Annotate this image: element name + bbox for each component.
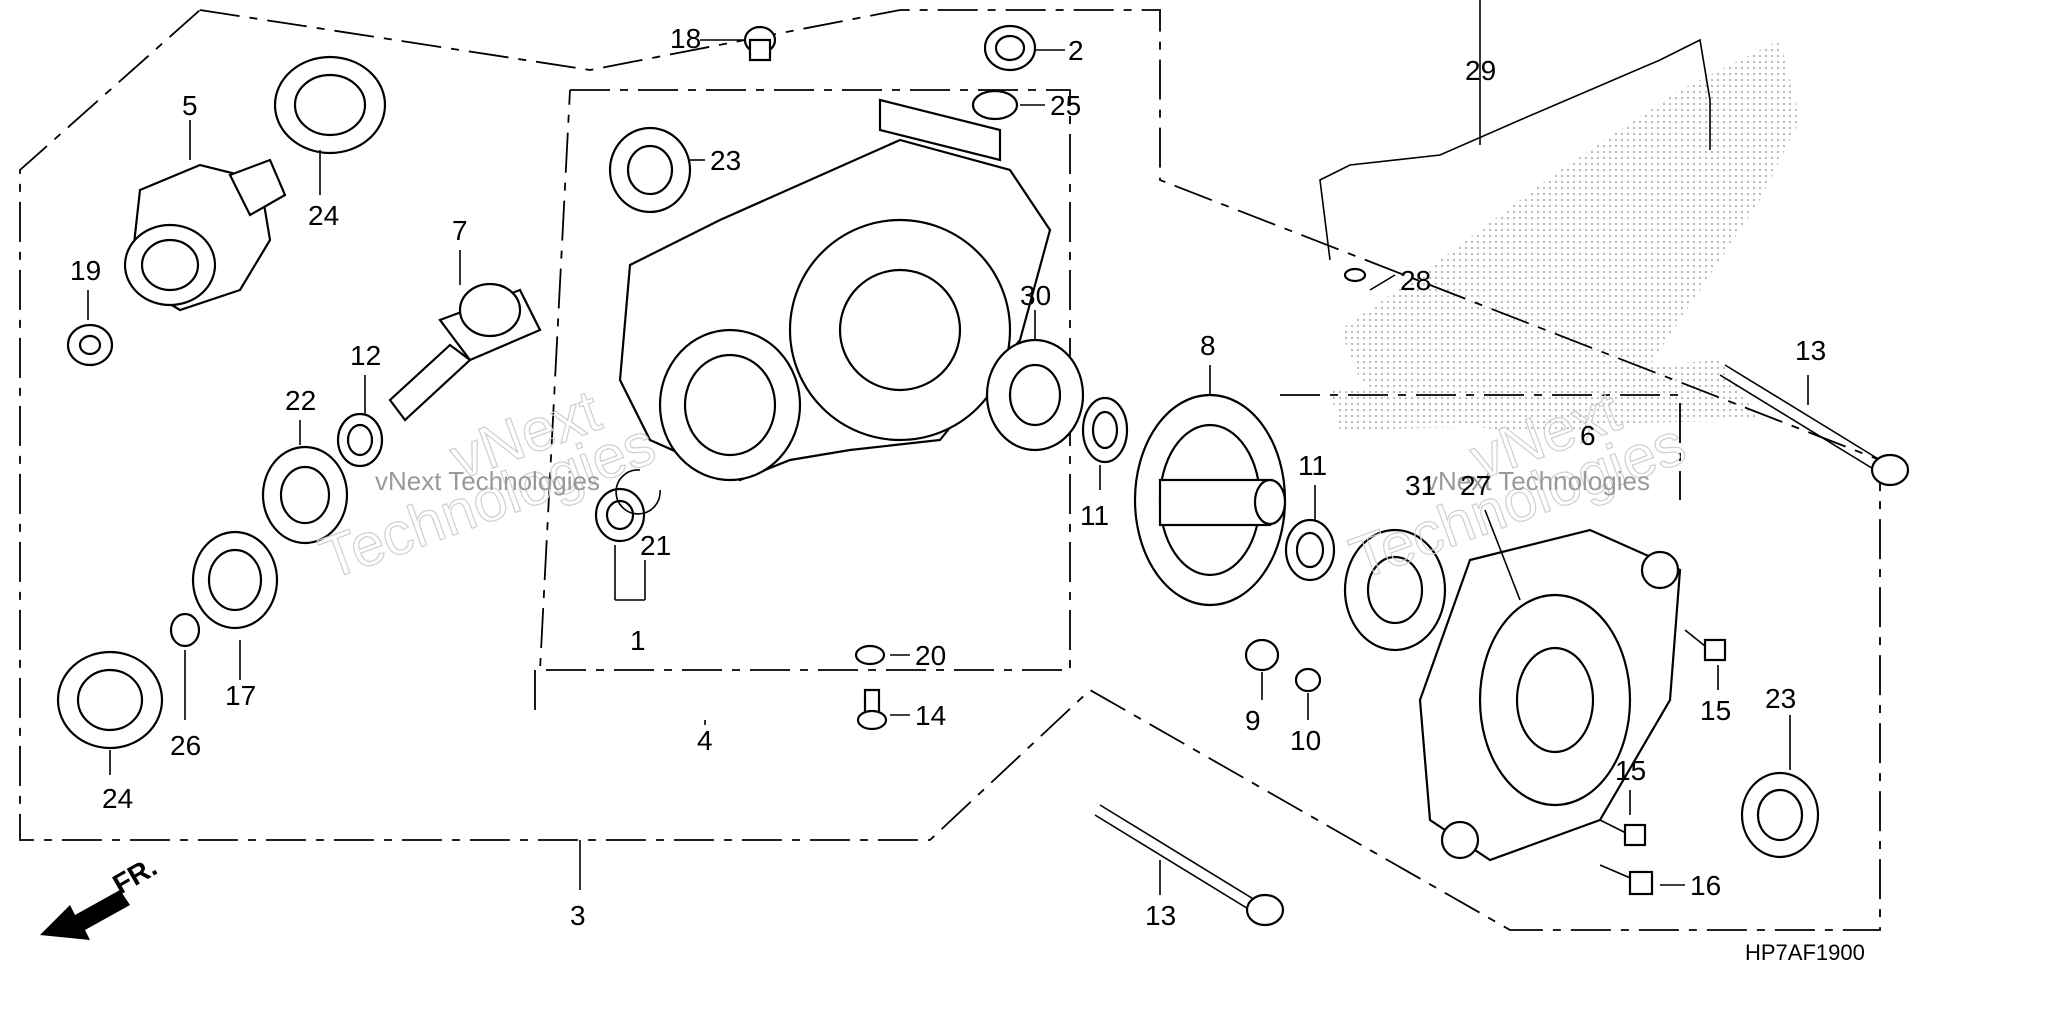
callout-5: 5 — [182, 90, 198, 121]
callout-30: 30 — [1020, 280, 1051, 311]
callout-8: 8 — [1200, 330, 1216, 361]
part-cap-2 — [983, 24, 1037, 72]
callout-24-a: 24 — [308, 200, 339, 231]
callout-20: 20 — [915, 640, 946, 671]
part-shim-11-a — [1081, 396, 1129, 464]
part-cover-6 — [1418, 528, 1682, 862]
callout-19: 19 — [70, 255, 101, 286]
callout-18: 18 — [670, 23, 701, 54]
part-bolt-15-b — [1599, 819, 1647, 847]
callout-14: 14 — [915, 700, 946, 731]
part-circlip-21 — [615, 469, 661, 515]
callout-28: 28 — [1400, 265, 1431, 296]
callout-27: 27 — [1460, 470, 1491, 501]
part-pin-27 — [1484, 509, 1521, 601]
callout-labels: 1 2 3 4 5 6 7 8 9 10 11 11 12 13 13 14 1… — [70, 23, 1826, 931]
part-bolt-15-a — [1684, 629, 1727, 662]
part-oil-seal-24-top — [273, 55, 387, 155]
part-o-ring-25 — [971, 89, 1019, 121]
callout-10: 10 — [1290, 725, 1321, 756]
watermark-caption-a: vNext Technologies — [375, 466, 600, 496]
callout-13-a: 13 — [1795, 335, 1826, 366]
callout-11-b: 11 — [1298, 450, 1327, 481]
part-bolt-16 — [1599, 864, 1654, 896]
callout-25: 25 — [1050, 90, 1081, 121]
callout-13-b: 13 — [1145, 900, 1176, 931]
front-arrow-icon: FR. — [40, 851, 162, 940]
leader-lines — [87, 0, 1809, 895]
callout-23-b: 23 — [1765, 683, 1796, 714]
part-housing-4 — [618, 98, 1052, 482]
callout-17: 17 — [225, 680, 256, 711]
callout-16: 16 — [1690, 870, 1721, 901]
callout-6: 6 — [1580, 420, 1596, 451]
part-long-bolt-13-top — [1719, 364, 1910, 487]
callout-11-a: 11 — [1080, 500, 1109, 531]
part-bearing-31 — [1343, 528, 1447, 652]
callout-22: 22 — [285, 385, 316, 416]
callout-29: 29 — [1465, 55, 1496, 86]
callout-15-a: 15 — [1700, 695, 1731, 726]
part-bearing-22 — [261, 445, 349, 545]
diagram-code: HP7AF1900 — [1745, 940, 1865, 965]
part-oil-seal-24-bottom — [56, 650, 164, 750]
part-ring-nut-17 — [191, 530, 279, 630]
callout-31: 31 — [1405, 470, 1436, 501]
callout-12: 12 — [350, 340, 381, 371]
part-seal-1 — [594, 487, 646, 543]
part-breather-tube-29 — [1319, 38, 1711, 261]
part-pinion-7 — [388, 282, 542, 422]
part-nut-19 — [66, 323, 114, 367]
part-bearing-23-top — [608, 126, 692, 214]
part-washer-10 — [1294, 667, 1322, 693]
callout-3: 3 — [570, 900, 586, 931]
callout-21: 21 — [640, 530, 671, 561]
part-bearing-30 — [985, 338, 1085, 452]
part-collar-12 — [336, 412, 384, 468]
callout-23-a: 23 — [710, 145, 741, 176]
callout-7: 7 — [452, 215, 468, 246]
callout-24-b: 24 — [102, 783, 133, 814]
callout-15-b: 15 — [1615, 755, 1646, 786]
part-seal-23-right — [1740, 771, 1820, 859]
wing-logo-watermark — [1330, 40, 1800, 430]
part-o-ring-26 — [169, 612, 201, 648]
callout-1: 1 — [630, 625, 646, 656]
part-bolt-14 — [856, 688, 888, 731]
callout-9: 9 — [1245, 705, 1261, 736]
part-bolt-18 — [743, 25, 777, 62]
part-clip-28 — [1343, 267, 1367, 283]
part-ring-gear-8 — [1133, 393, 1287, 607]
callout-26: 26 — [170, 730, 201, 761]
part-shim-11-b — [1284, 518, 1336, 582]
watermark-caption-b: vNext Technologies — [1425, 466, 1650, 496]
part-long-bolt-13-bottom — [1094, 804, 1285, 927]
part-plug-9 — [1244, 638, 1280, 672]
part-washer-20 — [854, 644, 886, 666]
callout-2: 2 — [1068, 35, 1084, 66]
part-flange-5 — [123, 158, 287, 312]
callout-4: 4 — [697, 725, 713, 756]
